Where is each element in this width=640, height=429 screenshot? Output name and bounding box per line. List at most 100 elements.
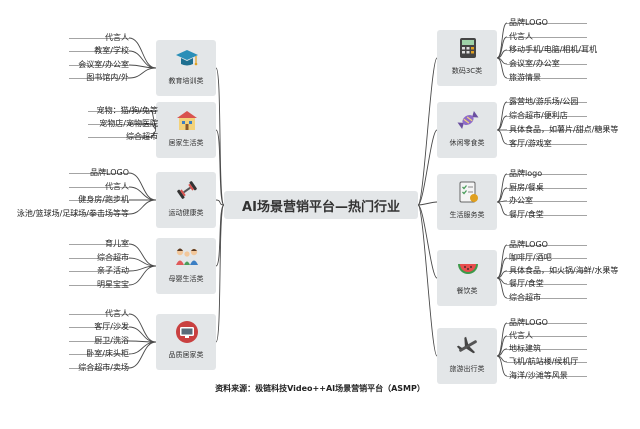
leaf-link bbox=[128, 172, 157, 201]
leaf-link bbox=[128, 341, 157, 355]
category-living: 居家生活类 bbox=[156, 102, 216, 158]
category-label: 居家生活类 bbox=[168, 139, 204, 147]
leaf-item: 代言人 bbox=[105, 33, 129, 42]
category-digital: 数码3C类 bbox=[437, 30, 497, 86]
leaf-link bbox=[496, 201, 508, 216]
leaf-item: 客厅/沙发 bbox=[94, 322, 129, 331]
leaf-link bbox=[128, 199, 157, 215]
leaf-item: 宠物店/宠物医院 bbox=[99, 119, 158, 128]
category-snack: 休闲零食类 bbox=[437, 102, 497, 158]
category-baby: 母婴生活类 bbox=[156, 238, 216, 294]
leaf-link bbox=[128, 110, 157, 131]
leaf-link bbox=[128, 186, 157, 201]
category-label: 餐饮类 bbox=[456, 287, 478, 295]
leaf-item: 明星宝宝 bbox=[97, 280, 129, 289]
leaf-item: 移动手机/电脑/相机/耳机 bbox=[509, 45, 598, 54]
dumbbell-icon bbox=[177, 181, 197, 199]
leaf-link bbox=[496, 57, 508, 79]
leaf-item: 综合超市 bbox=[97, 253, 129, 262]
leaf-item: 教室/学校 bbox=[94, 46, 129, 55]
leaf-item: 综合超市 bbox=[509, 293, 541, 302]
leaf-link bbox=[128, 326, 157, 343]
leaf-link bbox=[128, 341, 157, 369]
leaf-link bbox=[128, 129, 157, 138]
tv-icon bbox=[176, 321, 198, 343]
center-link bbox=[417, 201, 438, 206]
leaf-item: 旅游情景 bbox=[509, 73, 541, 82]
checklist-icon bbox=[459, 181, 478, 203]
leaf-item: 综合超市 bbox=[126, 132, 158, 141]
category-food: 餐饮类 bbox=[437, 250, 497, 306]
leaf-item: 会议室/办公室 bbox=[509, 59, 560, 68]
leaf-link bbox=[128, 313, 157, 343]
leaf-item: 厨卫/洗浴 bbox=[94, 336, 129, 345]
category-label: 品质居家类 bbox=[168, 351, 204, 359]
leaf-item: 海洋/沙滩等风景 bbox=[509, 371, 568, 380]
leaf-item: 厨房/餐桌 bbox=[509, 183, 544, 192]
leaf-item: 代言人 bbox=[509, 331, 533, 340]
leaf-link bbox=[128, 67, 157, 79]
leaf-link bbox=[496, 22, 508, 59]
house-icon bbox=[177, 111, 197, 130]
leaf-item: 育儿室 bbox=[105, 239, 129, 248]
leaf-item: 卧室/床头柜 bbox=[86, 349, 129, 358]
leaf-item: 代言人 bbox=[509, 32, 533, 41]
leaf-link bbox=[496, 244, 508, 279]
leaf-item: 具体食品，如火锅/海鲜/水果等 bbox=[509, 266, 619, 275]
source-note: 资料来源：极链科技Video++AI场景营销平台（ASMP） bbox=[215, 384, 425, 393]
leaf-item: 图书馆内/外 bbox=[86, 73, 129, 82]
leaf-item: 办公室 bbox=[509, 196, 533, 205]
category-sport: 运动健康类 bbox=[156, 172, 216, 228]
center-link bbox=[417, 57, 438, 206]
leaf-link bbox=[496, 355, 508, 377]
leaf-item: 品牌LOGO bbox=[509, 318, 548, 327]
leaf-item: 品牌LOGO bbox=[509, 240, 548, 249]
leaf-link bbox=[128, 265, 157, 286]
leaf-item: 泳池/篮球场/足球场/拳击场等等 bbox=[16, 209, 129, 218]
leaf-item: 品牌logo bbox=[509, 169, 543, 178]
leaf-link bbox=[496, 277, 508, 299]
leaf-link bbox=[128, 123, 157, 131]
center-link bbox=[215, 129, 225, 206]
leaf-item: 咖啡厅/酒吧 bbox=[509, 253, 552, 262]
leaf-link bbox=[496, 129, 508, 145]
center-link bbox=[417, 129, 438, 206]
leaf-item: 代言人 bbox=[105, 182, 129, 191]
category-home: 品质居家类 bbox=[156, 314, 216, 370]
leaf-link bbox=[128, 243, 157, 267]
leaf-item: 地标建筑 bbox=[509, 344, 541, 353]
leaf-link bbox=[128, 37, 157, 69]
central-topic: AI场景营销平台—热门行业 bbox=[224, 191, 418, 219]
category-education: 教育培训类 bbox=[156, 40, 216, 96]
leaf-item: 代言人 bbox=[105, 309, 129, 318]
category-travel: 旅游出行类 bbox=[437, 328, 497, 384]
category-label: 母婴生活类 bbox=[168, 275, 204, 283]
category-label: 旅游出行类 bbox=[449, 365, 485, 373]
leaf-item: 露营地/游乐场/公园 bbox=[509, 97, 579, 106]
category-service: 生活服务类 bbox=[437, 174, 497, 230]
calculator-icon bbox=[460, 38, 476, 58]
family-icon bbox=[176, 248, 198, 265]
category-label: 生活服务类 bbox=[449, 211, 485, 219]
leaf-item: 宠物：猫/狗/兔等 bbox=[96, 106, 158, 115]
leaf-item: 品牌LOGO bbox=[90, 168, 129, 177]
leaf-item: 客厅/游戏室 bbox=[509, 139, 552, 148]
leaf-item: 综合超市/卖场 bbox=[78, 363, 129, 372]
leaf-item: 具体食品，如薯片/甜点/糖果等 bbox=[509, 125, 619, 134]
leaf-item: 健身房/跑步机 bbox=[78, 195, 129, 204]
center-link bbox=[215, 204, 225, 343]
candy-icon bbox=[457, 110, 479, 130]
category-label: 数码3C类 bbox=[451, 67, 483, 75]
center-link bbox=[417, 204, 438, 357]
leaf-link bbox=[496, 322, 508, 357]
center-link bbox=[417, 204, 438, 279]
leaf-item: 品牌LOGO bbox=[509, 18, 548, 27]
leaf-item: 餐厅/食堂 bbox=[509, 210, 544, 219]
leaf-item: 亲子活动 bbox=[97, 266, 129, 275]
watermelon-icon bbox=[458, 264, 478, 274]
leaf-item: 飞机/航站楼/候机厅 bbox=[509, 357, 579, 366]
center-link bbox=[215, 199, 225, 206]
leaf-item: 餐厅/食堂 bbox=[509, 279, 544, 288]
leaf-item: 综合超市/便利店 bbox=[509, 111, 568, 120]
